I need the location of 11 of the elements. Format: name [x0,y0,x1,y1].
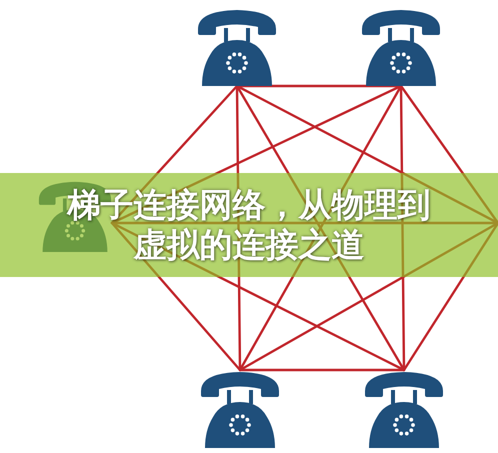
telephone-icon [364,370,444,448]
telephone-icon [361,8,441,86]
connection-line [402,222,498,372]
connection-line [400,84,498,224]
connection-line [110,222,406,372]
connection-line [238,222,498,372]
connection-line [238,368,406,372]
telephone-icon [197,8,277,86]
connection-line [110,222,242,372]
title-text: 梯子连接网络，从物理到虚拟的连接之道 [66,185,432,265]
telephone-icon [200,370,280,448]
